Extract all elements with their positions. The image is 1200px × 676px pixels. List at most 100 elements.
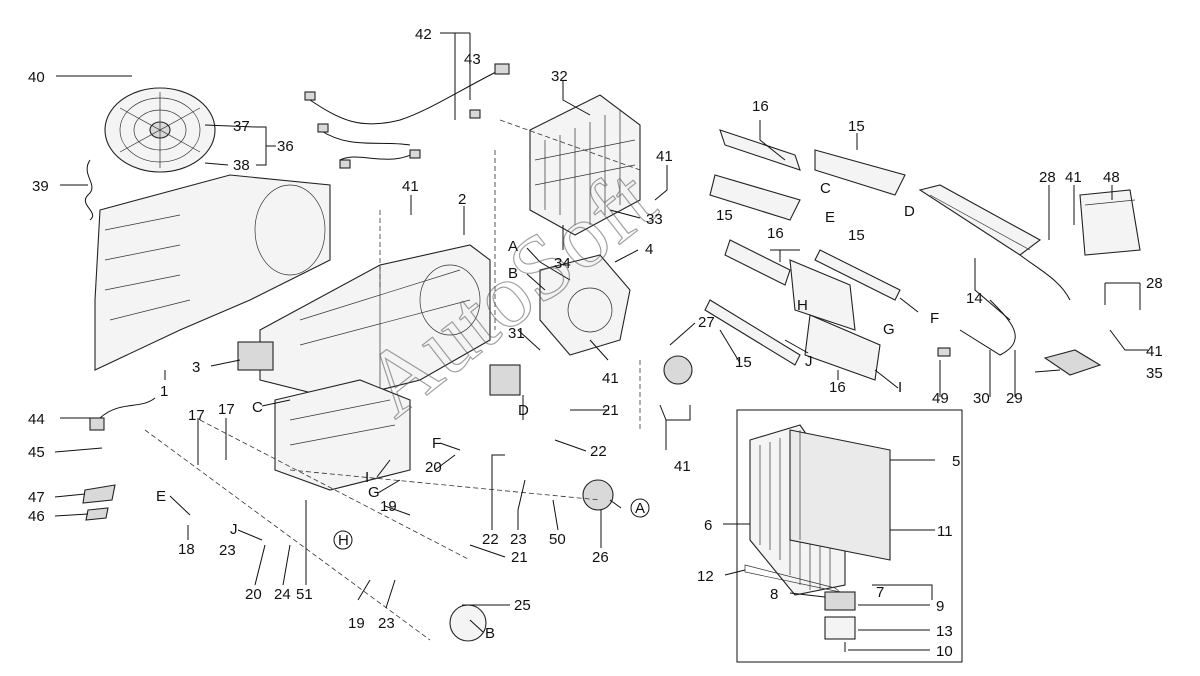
callout-49: 49: [932, 390, 949, 407]
blower-cable: [85, 159, 93, 221]
callout-44: 44: [28, 411, 45, 428]
callout-4: 4: [645, 241, 653, 258]
callout-letter-h: H: [797, 297, 808, 314]
sensor-29: [959, 299, 1016, 356]
callout-43: 43: [464, 51, 481, 68]
callout-46: 46: [28, 508, 45, 525]
callout-28: 28: [1039, 169, 1056, 186]
evaporator-tube: [918, 184, 1071, 301]
heater-core: [529, 94, 641, 236]
callout-letter-i: I: [898, 379, 902, 396]
callout-50: 50: [549, 531, 566, 548]
callout-15: 15: [735, 354, 752, 371]
callout-circles: [333, 498, 650, 550]
callout-34: 34: [554, 255, 571, 272]
callout-1: 1: [160, 383, 168, 400]
callout-letter-b: B: [508, 265, 518, 282]
callout-36: 36: [277, 138, 294, 155]
callout-22: 22: [590, 443, 607, 460]
blower-housing: [94, 174, 331, 371]
callout-13: 13: [936, 623, 953, 640]
callout-letter-b: B: [485, 625, 495, 642]
callout-3: 3: [192, 359, 200, 376]
callout-26: 26: [592, 549, 609, 566]
callout-5: 5: [952, 453, 960, 470]
expansion-valve: [744, 564, 856, 652]
evaporator-frame: [736, 409, 963, 663]
callout-18: 18: [178, 541, 195, 558]
callout-labels: 40 42 43 32 16 15 37 36 38 39 41 41 2 33…: [28, 26, 1163, 660]
lower-case: [274, 379, 411, 491]
leader-lines: [54, 32, 1148, 651]
callout-35: 35: [1146, 365, 1163, 382]
callout-37: 37: [233, 118, 250, 135]
callout-7: 7: [876, 584, 884, 601]
callout-19: 19: [348, 615, 365, 632]
callout-23: 23: [510, 531, 527, 548]
callout-17: 17: [218, 401, 235, 418]
callout-48: 48: [1103, 169, 1120, 186]
callout-45: 45: [28, 444, 45, 461]
callout-letter-f: F: [432, 435, 441, 452]
evaporator-core: [749, 424, 891, 596]
callout-23: 23: [219, 542, 236, 559]
main-case: [259, 244, 491, 401]
callout-12: 12: [697, 568, 714, 585]
callout-29: 29: [1006, 390, 1023, 407]
mode-actuator: [539, 254, 631, 356]
duct-48: [1079, 189, 1141, 256]
callout-letter-d: D: [904, 203, 915, 220]
callout-33: 33: [646, 211, 663, 228]
blower-motor: [104, 87, 216, 173]
pad-35: [1043, 349, 1102, 376]
callout-31: 31: [508, 325, 525, 342]
callout-38: 38: [233, 157, 250, 174]
callout-letter-a: A: [508, 238, 518, 255]
callout-40: 40: [28, 69, 45, 86]
callout-28: 28: [1146, 275, 1163, 292]
callout-letter-h: H: [338, 532, 349, 549]
callout-19: 19: [380, 498, 397, 515]
callout-16: 16: [767, 225, 784, 242]
callout-25: 25: [514, 597, 531, 614]
callout-41: 41: [674, 458, 691, 475]
callout-letter-a: A: [635, 500, 645, 517]
callout-8: 8: [770, 586, 778, 603]
callout-51: 51: [296, 586, 313, 603]
callout-20: 20: [245, 586, 262, 603]
callout-letter-i: I: [365, 469, 369, 486]
callout-letter-e: E: [156, 488, 166, 505]
callout-24: 24: [274, 586, 291, 603]
wiring-harness: [304, 63, 510, 169]
small-parts: [82, 341, 951, 642]
callout-21: 21: [602, 402, 619, 419]
callout-42: 42: [415, 26, 432, 43]
callout-14: 14: [966, 290, 983, 307]
callout-letter-d: D: [518, 402, 529, 419]
door-flaps: [704, 129, 906, 381]
callout-16: 16: [752, 98, 769, 115]
callout-39: 39: [32, 178, 49, 195]
callout-letter-j: J: [230, 521, 238, 538]
callout-22: 22: [482, 531, 499, 548]
callout-11: 11: [937, 523, 953, 540]
callout-letter-g: G: [368, 484, 380, 501]
callout-21: 21: [511, 549, 528, 566]
callout-47: 47: [28, 489, 45, 506]
callout-10: 10: [936, 643, 953, 660]
callout-30: 30: [973, 390, 990, 407]
callout-letter-f: F: [930, 310, 939, 327]
callout-letter-e: E: [825, 209, 835, 226]
callout-letter-j: J: [805, 353, 813, 370]
callout-41: 41: [1065, 169, 1082, 186]
callout-20: 20: [425, 459, 442, 476]
assembly-dashed-lines: [144, 119, 641, 641]
callout-letter-c: C: [820, 180, 831, 197]
callout-17: 17: [188, 407, 205, 424]
callout-6: 6: [704, 517, 712, 534]
callout-15: 15: [848, 118, 865, 135]
callout-32: 32: [551, 68, 568, 85]
callout-9: 9: [936, 598, 944, 615]
